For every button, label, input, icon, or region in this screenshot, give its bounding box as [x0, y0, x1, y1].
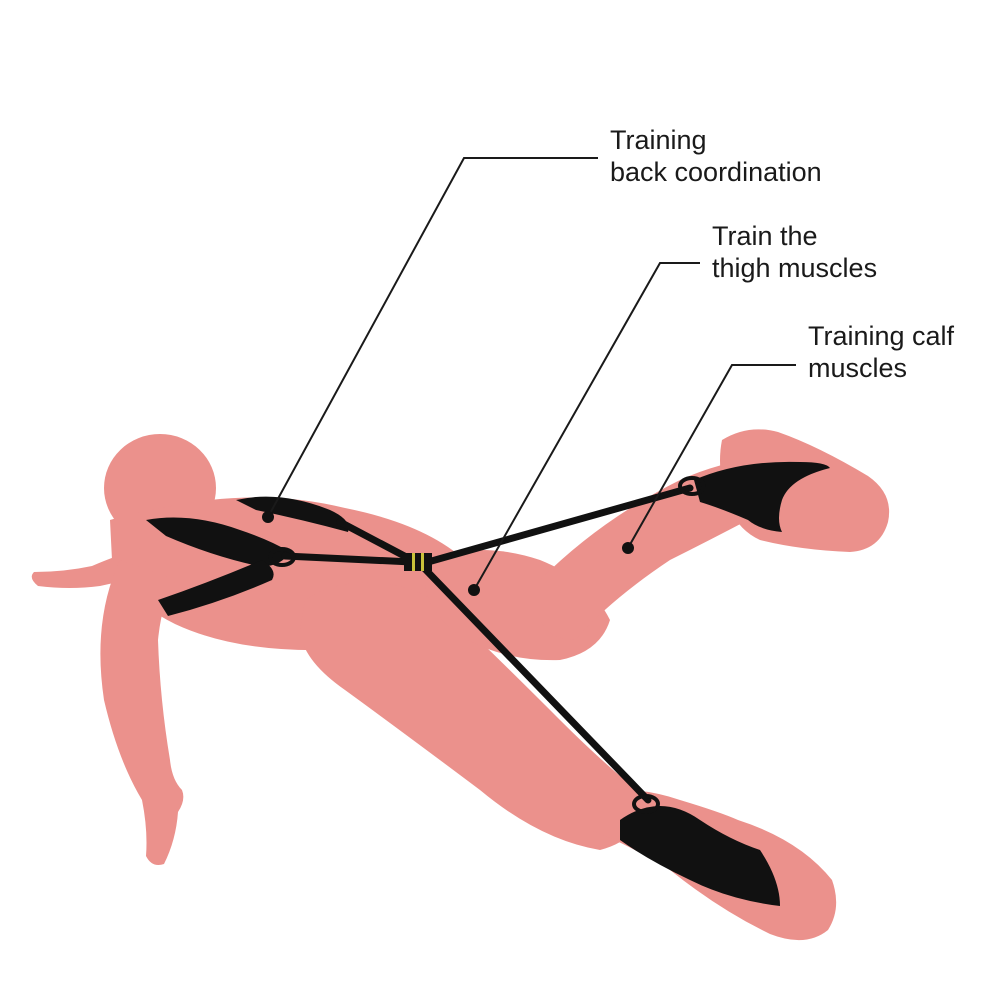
callout-calf-line1: Training calf: [808, 321, 955, 351]
near-thigh: [300, 582, 650, 850]
marker-dot-back: [262, 511, 274, 523]
callout-back-line2: back coordination: [610, 157, 822, 187]
callout-thigh-line2: thigh muscles: [712, 253, 878, 283]
ring-ankle: [678, 476, 706, 496]
chest-band: [158, 560, 274, 616]
callout-calf-muscles: Training calf muscles: [808, 320, 954, 384]
near-foot-cuff: [620, 806, 780, 906]
back-band: [236, 496, 349, 532]
right-arm: [100, 560, 184, 865]
marker-dot-thigh: [468, 584, 480, 596]
shoulder-harness: [146, 517, 290, 567]
leader-calf: [627, 364, 796, 549]
leader-thigh: [473, 262, 700, 591]
callout-calf-line2: muscles: [808, 353, 908, 383]
center-buckle: [404, 553, 432, 571]
strap-back-to-buckle: [281, 552, 416, 566]
leader-back: [267, 157, 598, 518]
marker-dot-calf: [622, 542, 634, 554]
callout-thigh-line1: Train the: [712, 221, 818, 251]
marker-dots: [262, 511, 634, 596]
leader-lines: [267, 157, 796, 591]
raised-ankle-cuff: [694, 461, 830, 532]
ring-foot: [632, 794, 660, 814]
callout-back-line1: Training: [610, 125, 707, 155]
strap-buckle-to-calf: [424, 484, 694, 566]
ring-back: [268, 547, 296, 567]
callout-back-coordination: Training back coordination: [610, 124, 822, 188]
strap-buckle-to-foot: [420, 564, 652, 804]
callout-thigh-muscles: Train the thigh muscles: [712, 220, 877, 284]
strap-system: [146, 461, 830, 906]
strap-shoulder-to-buckle: [336, 518, 416, 564]
